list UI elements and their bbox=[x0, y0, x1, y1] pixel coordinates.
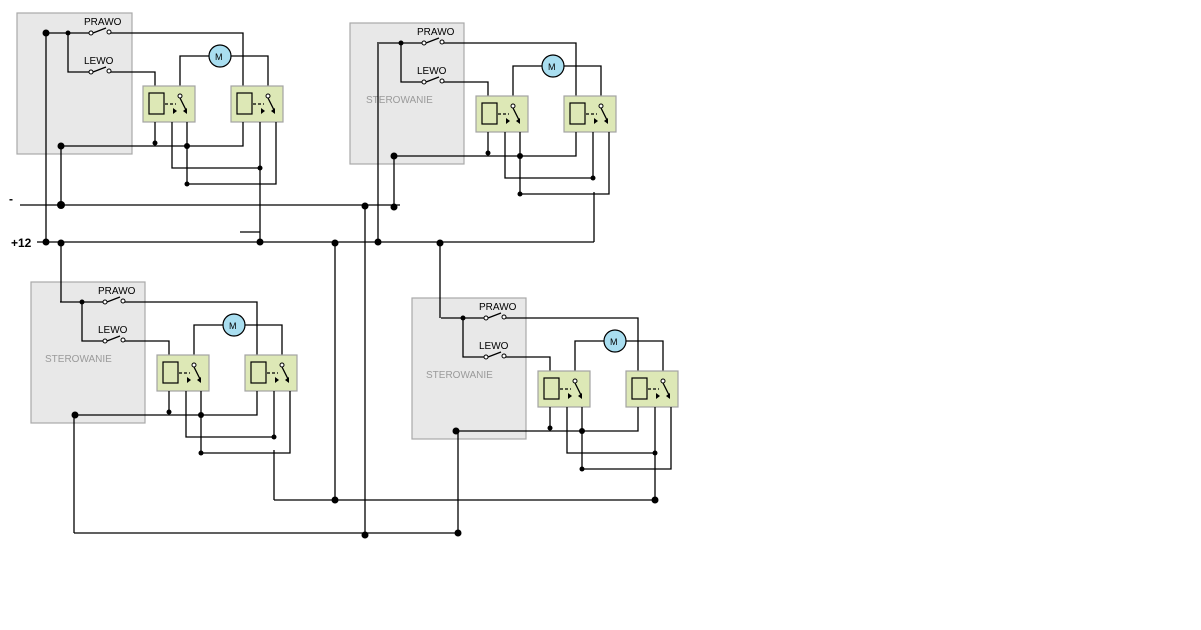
relay-1 bbox=[156, 354, 210, 392]
switch-prawo: PRAWO bbox=[417, 27, 455, 46]
controller-label: STEROWANIE bbox=[366, 95, 433, 106]
relay-2 bbox=[244, 354, 298, 392]
switch-prawo-label: PRAWO bbox=[479, 302, 517, 313]
control-unit-1: PRAWO LEWO M bbox=[16, 12, 284, 187]
svg-text:M: M bbox=[229, 321, 237, 331]
switch-prawo: PRAWO bbox=[98, 286, 136, 305]
controller-label: STEROWANIE bbox=[426, 370, 493, 381]
negative-rail-label: - bbox=[9, 192, 13, 206]
relay-coil-icon bbox=[250, 361, 267, 384]
controller-box bbox=[349, 22, 465, 165]
switch-lewo-label: LEWO bbox=[84, 56, 114, 67]
motor-icon: M bbox=[208, 44, 232, 68]
controller-box bbox=[411, 297, 527, 440]
control-unit-2: STEROWANIE PRAWO LEWO M bbox=[349, 22, 617, 197]
switch-lewo-label: LEWO bbox=[417, 66, 447, 77]
switch-lewo-label: LEWO bbox=[479, 341, 509, 352]
relay-coil-icon bbox=[543, 377, 560, 400]
relay-2 bbox=[230, 85, 284, 123]
svg-text:M: M bbox=[548, 62, 556, 72]
control-unit-3: STEROWANIE PRAWO LEWO M bbox=[30, 281, 298, 456]
switch-lewo-label: LEWO bbox=[98, 325, 128, 336]
relay-coil-icon bbox=[162, 361, 179, 384]
relay-1 bbox=[475, 95, 529, 133]
switch-lewo: LEWO bbox=[98, 325, 128, 344]
relay-1 bbox=[537, 370, 591, 408]
motor-icon: M bbox=[541, 54, 565, 78]
switch-prawo-label: PRAWO bbox=[417, 27, 455, 38]
relay-coil-icon bbox=[569, 102, 586, 125]
switch-prawo: PRAWO bbox=[84, 17, 122, 36]
control-unit-4: STEROWANIE PRAWO LEWO M bbox=[411, 297, 679, 472]
switch-prawo: PRAWO bbox=[479, 302, 517, 321]
switch-lewo: LEWO bbox=[417, 66, 447, 85]
power-rails: - +12 bbox=[9, 192, 594, 250]
controller-box bbox=[30, 281, 146, 424]
relay-coil-icon bbox=[631, 377, 648, 400]
motor-icon: M bbox=[222, 313, 246, 337]
relay-1 bbox=[142, 85, 196, 123]
switch-lewo: LEWO bbox=[479, 341, 509, 360]
relay-coil-icon bbox=[148, 92, 165, 115]
svg-text:M: M bbox=[215, 52, 223, 62]
switch-prawo-label: PRAWO bbox=[84, 17, 122, 28]
relay-coil-icon bbox=[236, 92, 253, 115]
motor-icon: M bbox=[603, 329, 627, 353]
switch-prawo-label: PRAWO bbox=[98, 286, 136, 297]
svg-text:M: M bbox=[610, 337, 618, 347]
interconnects bbox=[42, 29, 659, 539]
controller-box bbox=[16, 12, 133, 155]
relay-2 bbox=[625, 370, 679, 408]
controller-label: STEROWANIE bbox=[45, 354, 112, 365]
switch-lewo: LEWO bbox=[84, 56, 114, 75]
relay-2 bbox=[563, 95, 617, 133]
relay-coil-icon bbox=[481, 102, 498, 125]
positive-rail-label: +12 bbox=[11, 236, 32, 250]
